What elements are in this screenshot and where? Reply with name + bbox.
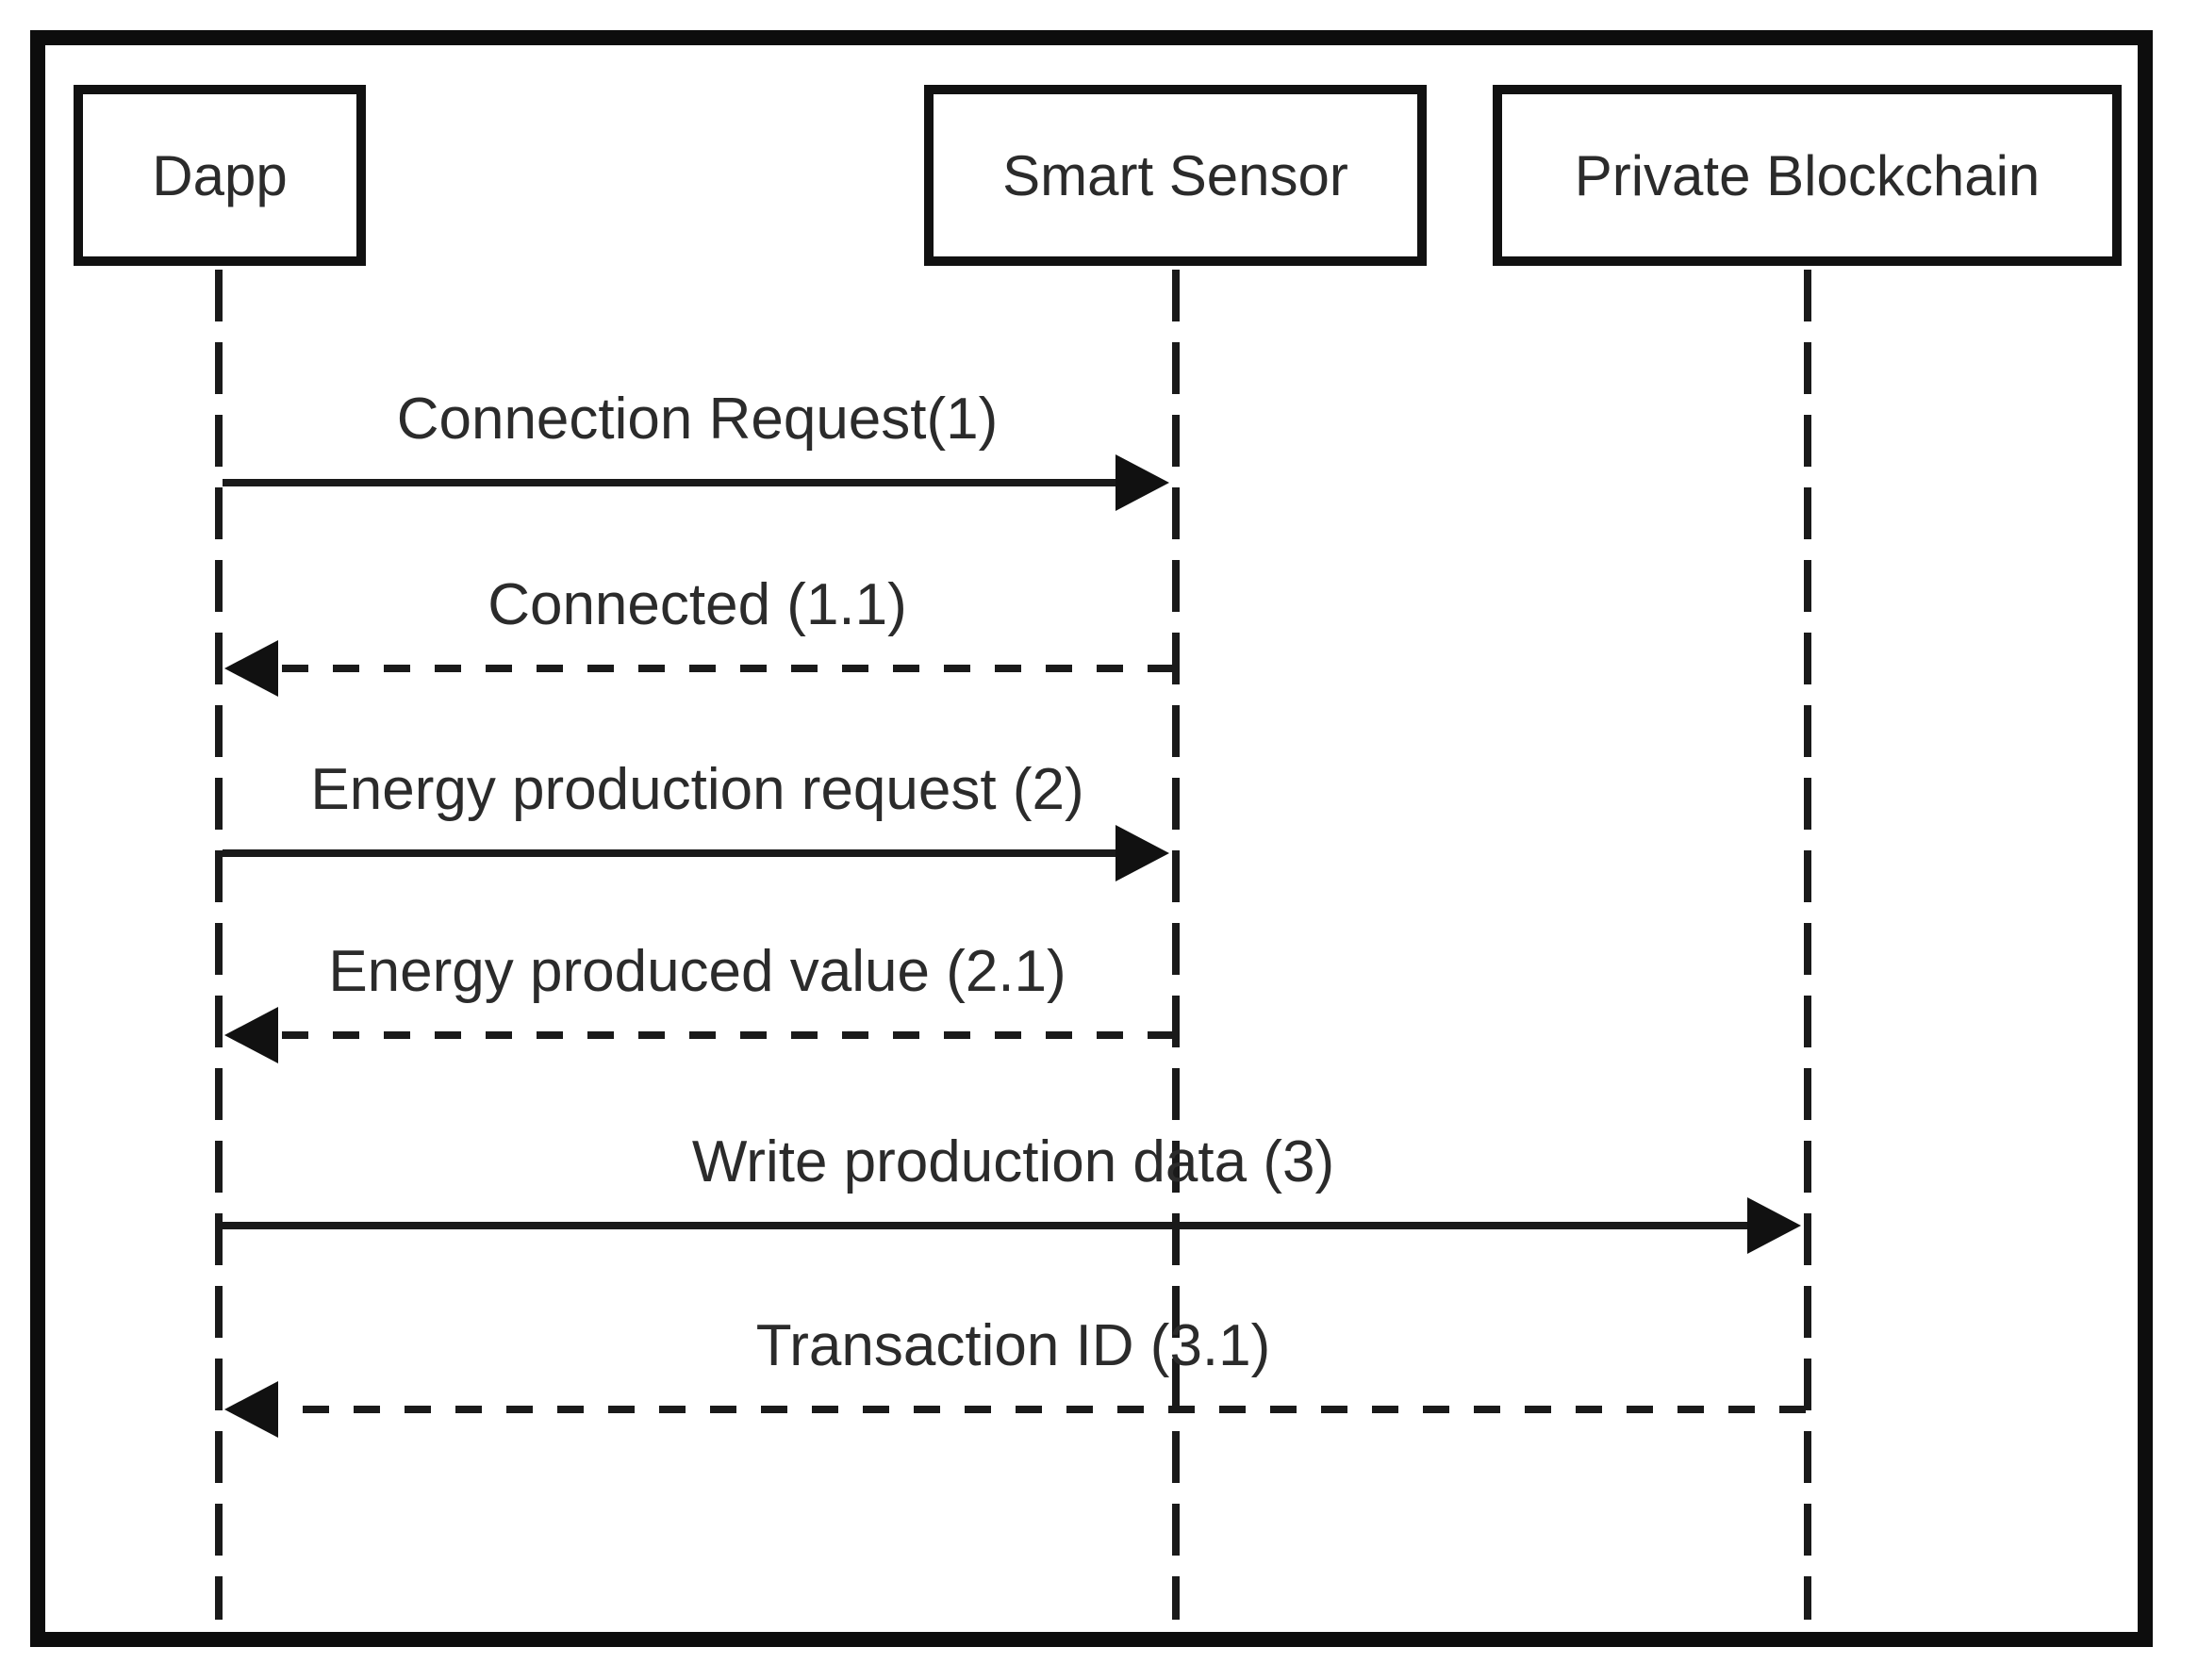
actor-box-private-blockchain: Private Blockchain — [1493, 85, 2122, 266]
actor-box-smart-sensor: Smart Sensor — [924, 85, 1427, 266]
actor-label-dapp: Dapp — [152, 143, 288, 207]
message-label-energy-production-request: Energy production request (2) — [310, 757, 1084, 822]
message-arrow-energy-produced-value — [224, 1007, 1174, 1063]
message-arrow-transaction-id — [224, 1381, 1806, 1438]
actor-label-private-blockchain: Private Blockchain — [1574, 143, 2041, 207]
diagram-frame — [30, 30, 2153, 1647]
message-arrow-write-production-data — [223, 1197, 1801, 1254]
actor-label-smart-sensor: Smart Sensor — [1002, 143, 1348, 207]
actor-box-dapp: Dapp — [74, 85, 366, 266]
message-arrow-connected — [224, 640, 1174, 697]
message-arrow-connection-request — [223, 454, 1169, 511]
message-label-transaction-id: Transaction ID (3.1) — [755, 1313, 1271, 1378]
message-label-energy-produced-value: Energy produced value (2.1) — [328, 939, 1066, 1004]
message-arrow-energy-production-request — [223, 825, 1169, 881]
message-label-connected: Connected (1.1) — [488, 572, 907, 637]
message-label-write-production-data: Write production data (3) — [691, 1129, 1335, 1194]
message-label-connection-request: Connection Request(1) — [396, 387, 999, 452]
